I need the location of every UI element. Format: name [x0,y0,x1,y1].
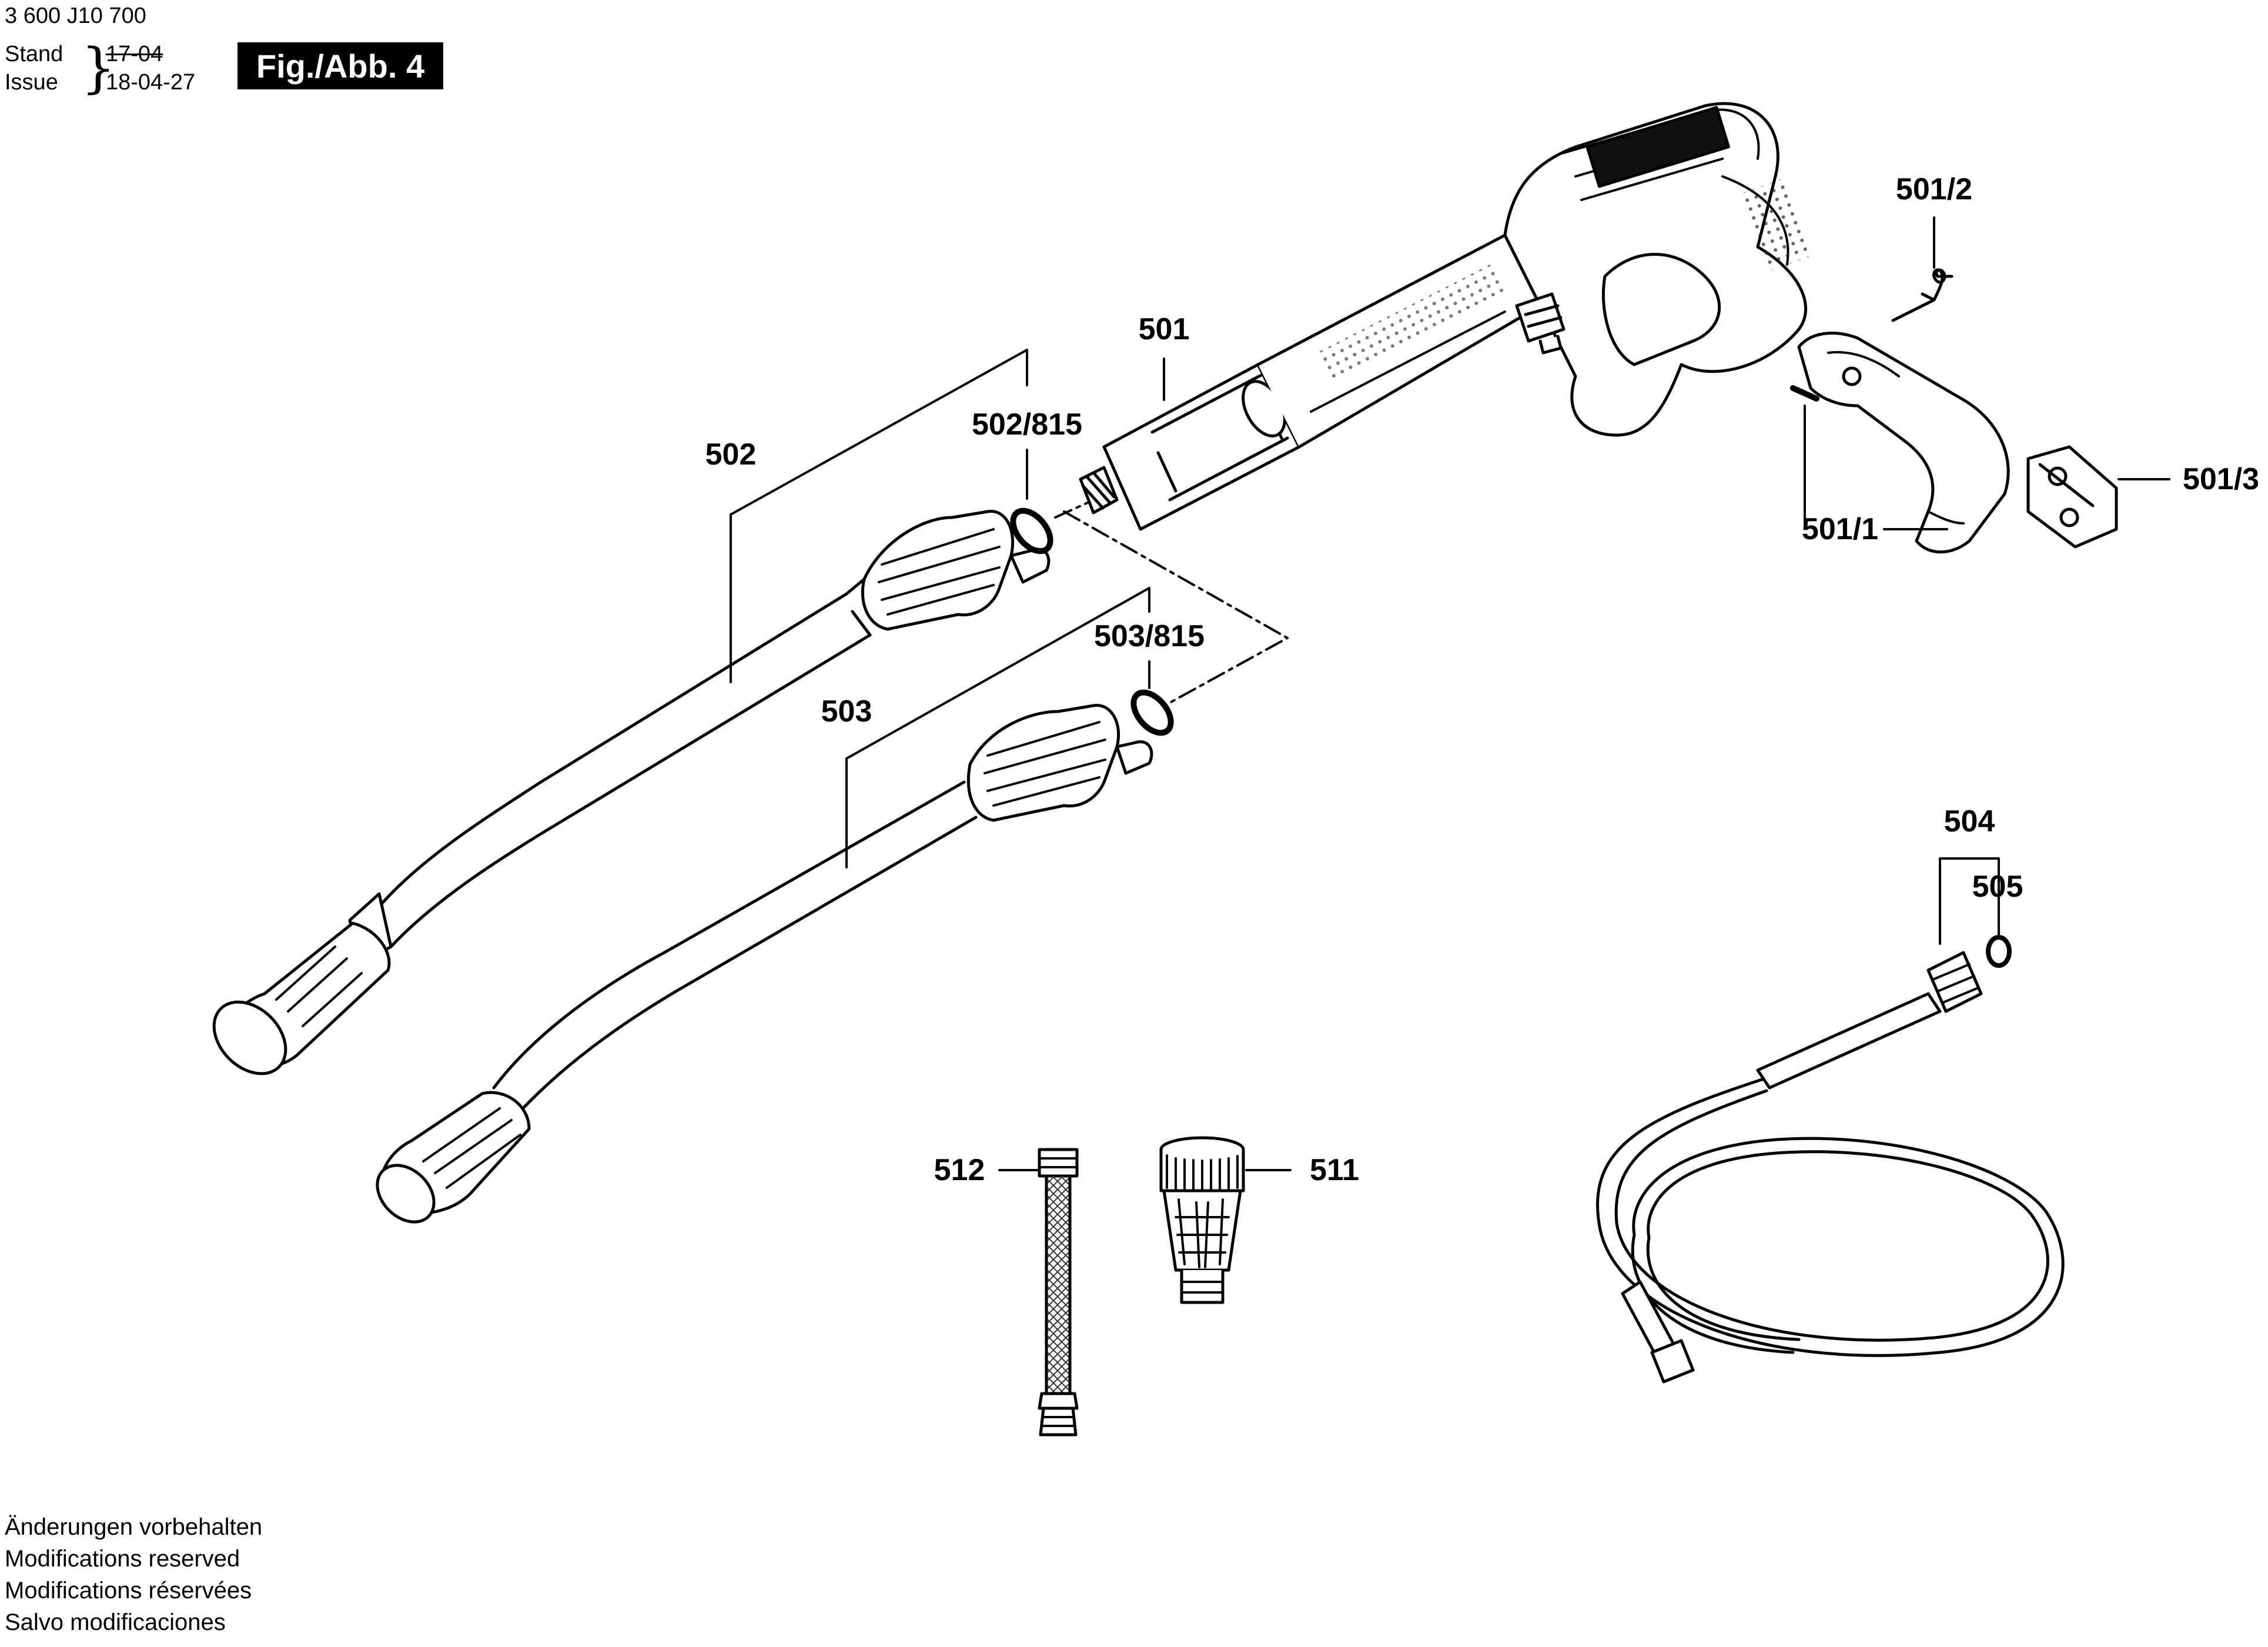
hose-504 [1596,951,2065,1384]
revision-dates: 17-04 18-04-27 [106,40,195,96]
lance-503 [376,704,1153,1224]
o-ring-503-815 [1130,689,1174,736]
spray-gun [1079,102,1813,531]
figure-badge: Fig./Abb. 4 [237,42,443,89]
stand-date: 17-04 [106,42,163,66]
issue-date: 18-04-27 [106,70,196,95]
callout-501-3: 501/3 [2182,462,2260,496]
connector-512 [1038,1148,1079,1436]
modifications-notice: Änderungen vorbehalten Modifications res… [5,1511,262,1638]
notice-french: Modifications réservées [5,1578,252,1603]
clip-part [2026,445,2118,549]
notice-english: Modifications reserved [5,1546,240,1572]
callout-512: 512 [934,1153,985,1187]
callout-505: 505 [1972,870,2023,904]
o-ring-502-815 [1010,507,1053,554]
issue-label: Issue [5,70,58,95]
callout-502-815: 502/815 [972,407,1082,442]
trigger-part [1790,332,2010,554]
spring-part [1891,268,1953,322]
stand-label: Stand [5,42,63,66]
leader-lines [730,216,2170,1171]
callout-501: 501 [1138,312,1190,346]
fitting-505 [1986,935,2012,968]
callout-503: 503 [821,694,872,729]
water-filter-511 [1159,1136,1245,1304]
notice-german: Änderungen vorbehalten [5,1514,263,1540]
brace-icon: } [81,36,116,99]
callout-511: 511 [1310,1153,1359,1187]
callout-503-815: 503/815 [1094,619,1205,653]
callout-501-2: 501/2 [1895,172,1973,206]
callout-504: 504 [1943,804,1995,838]
notice-spanish: Salvo modificaciones [5,1609,226,1635]
callout-502: 502 [705,437,757,472]
lance-502 [212,510,1051,1075]
callout-501-1: 501/1 [1801,512,1879,546]
document-number: 3 600 J10 700 [5,4,146,28]
